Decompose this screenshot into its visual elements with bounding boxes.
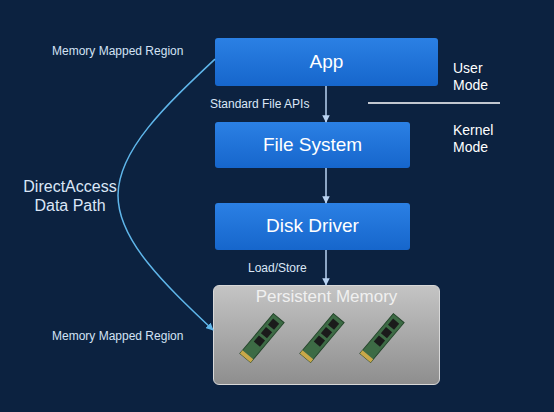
flow-arrow — [325, 250, 327, 285]
process-box: App — [215, 38, 438, 86]
mode-label: Kernel Mode — [453, 122, 513, 156]
memory-chip — [261, 327, 272, 338]
module-contacts — [240, 350, 253, 362]
memory-chip — [374, 335, 385, 346]
memory-chip — [381, 327, 392, 338]
module-contacts — [360, 350, 373, 362]
module-board — [360, 314, 404, 363]
process-box: Disk Driver — [215, 203, 410, 250]
mode-label: User Mode — [453, 60, 503, 94]
process-box: File System — [215, 122, 410, 168]
module-board — [240, 314, 284, 363]
memory-module — [240, 314, 284, 363]
memory-box: Persistent Memory — [213, 285, 440, 385]
flow-arrow — [325, 86, 327, 122]
mode-divider — [368, 102, 500, 104]
node-label: Persistent Memory — [256, 287, 398, 307]
region-label: Memory Mapped Region — [52, 329, 222, 343]
memory-chip — [321, 327, 332, 338]
memory-module — [300, 314, 344, 363]
memory-module — [360, 314, 404, 363]
memory-chip — [254, 335, 265, 346]
memory-chip — [314, 335, 325, 346]
edge-label: Standard File APIs — [210, 97, 340, 111]
node-label: File System — [263, 134, 362, 157]
direct-access-path — [118, 59, 215, 330]
region-label: Memory Mapped Region — [52, 44, 222, 58]
memory-chip — [268, 319, 279, 330]
edge-label: DirectAccess Data Path — [18, 177, 122, 215]
flow-arrow — [325, 168, 327, 203]
module-board — [300, 314, 344, 363]
memory-chip — [328, 319, 339, 330]
module-contacts — [300, 350, 313, 362]
edge-label: Load/Store — [248, 261, 328, 275]
node-label: Disk Driver — [266, 215, 359, 238]
memory-chip — [388, 319, 399, 330]
node-label: App — [310, 51, 344, 74]
